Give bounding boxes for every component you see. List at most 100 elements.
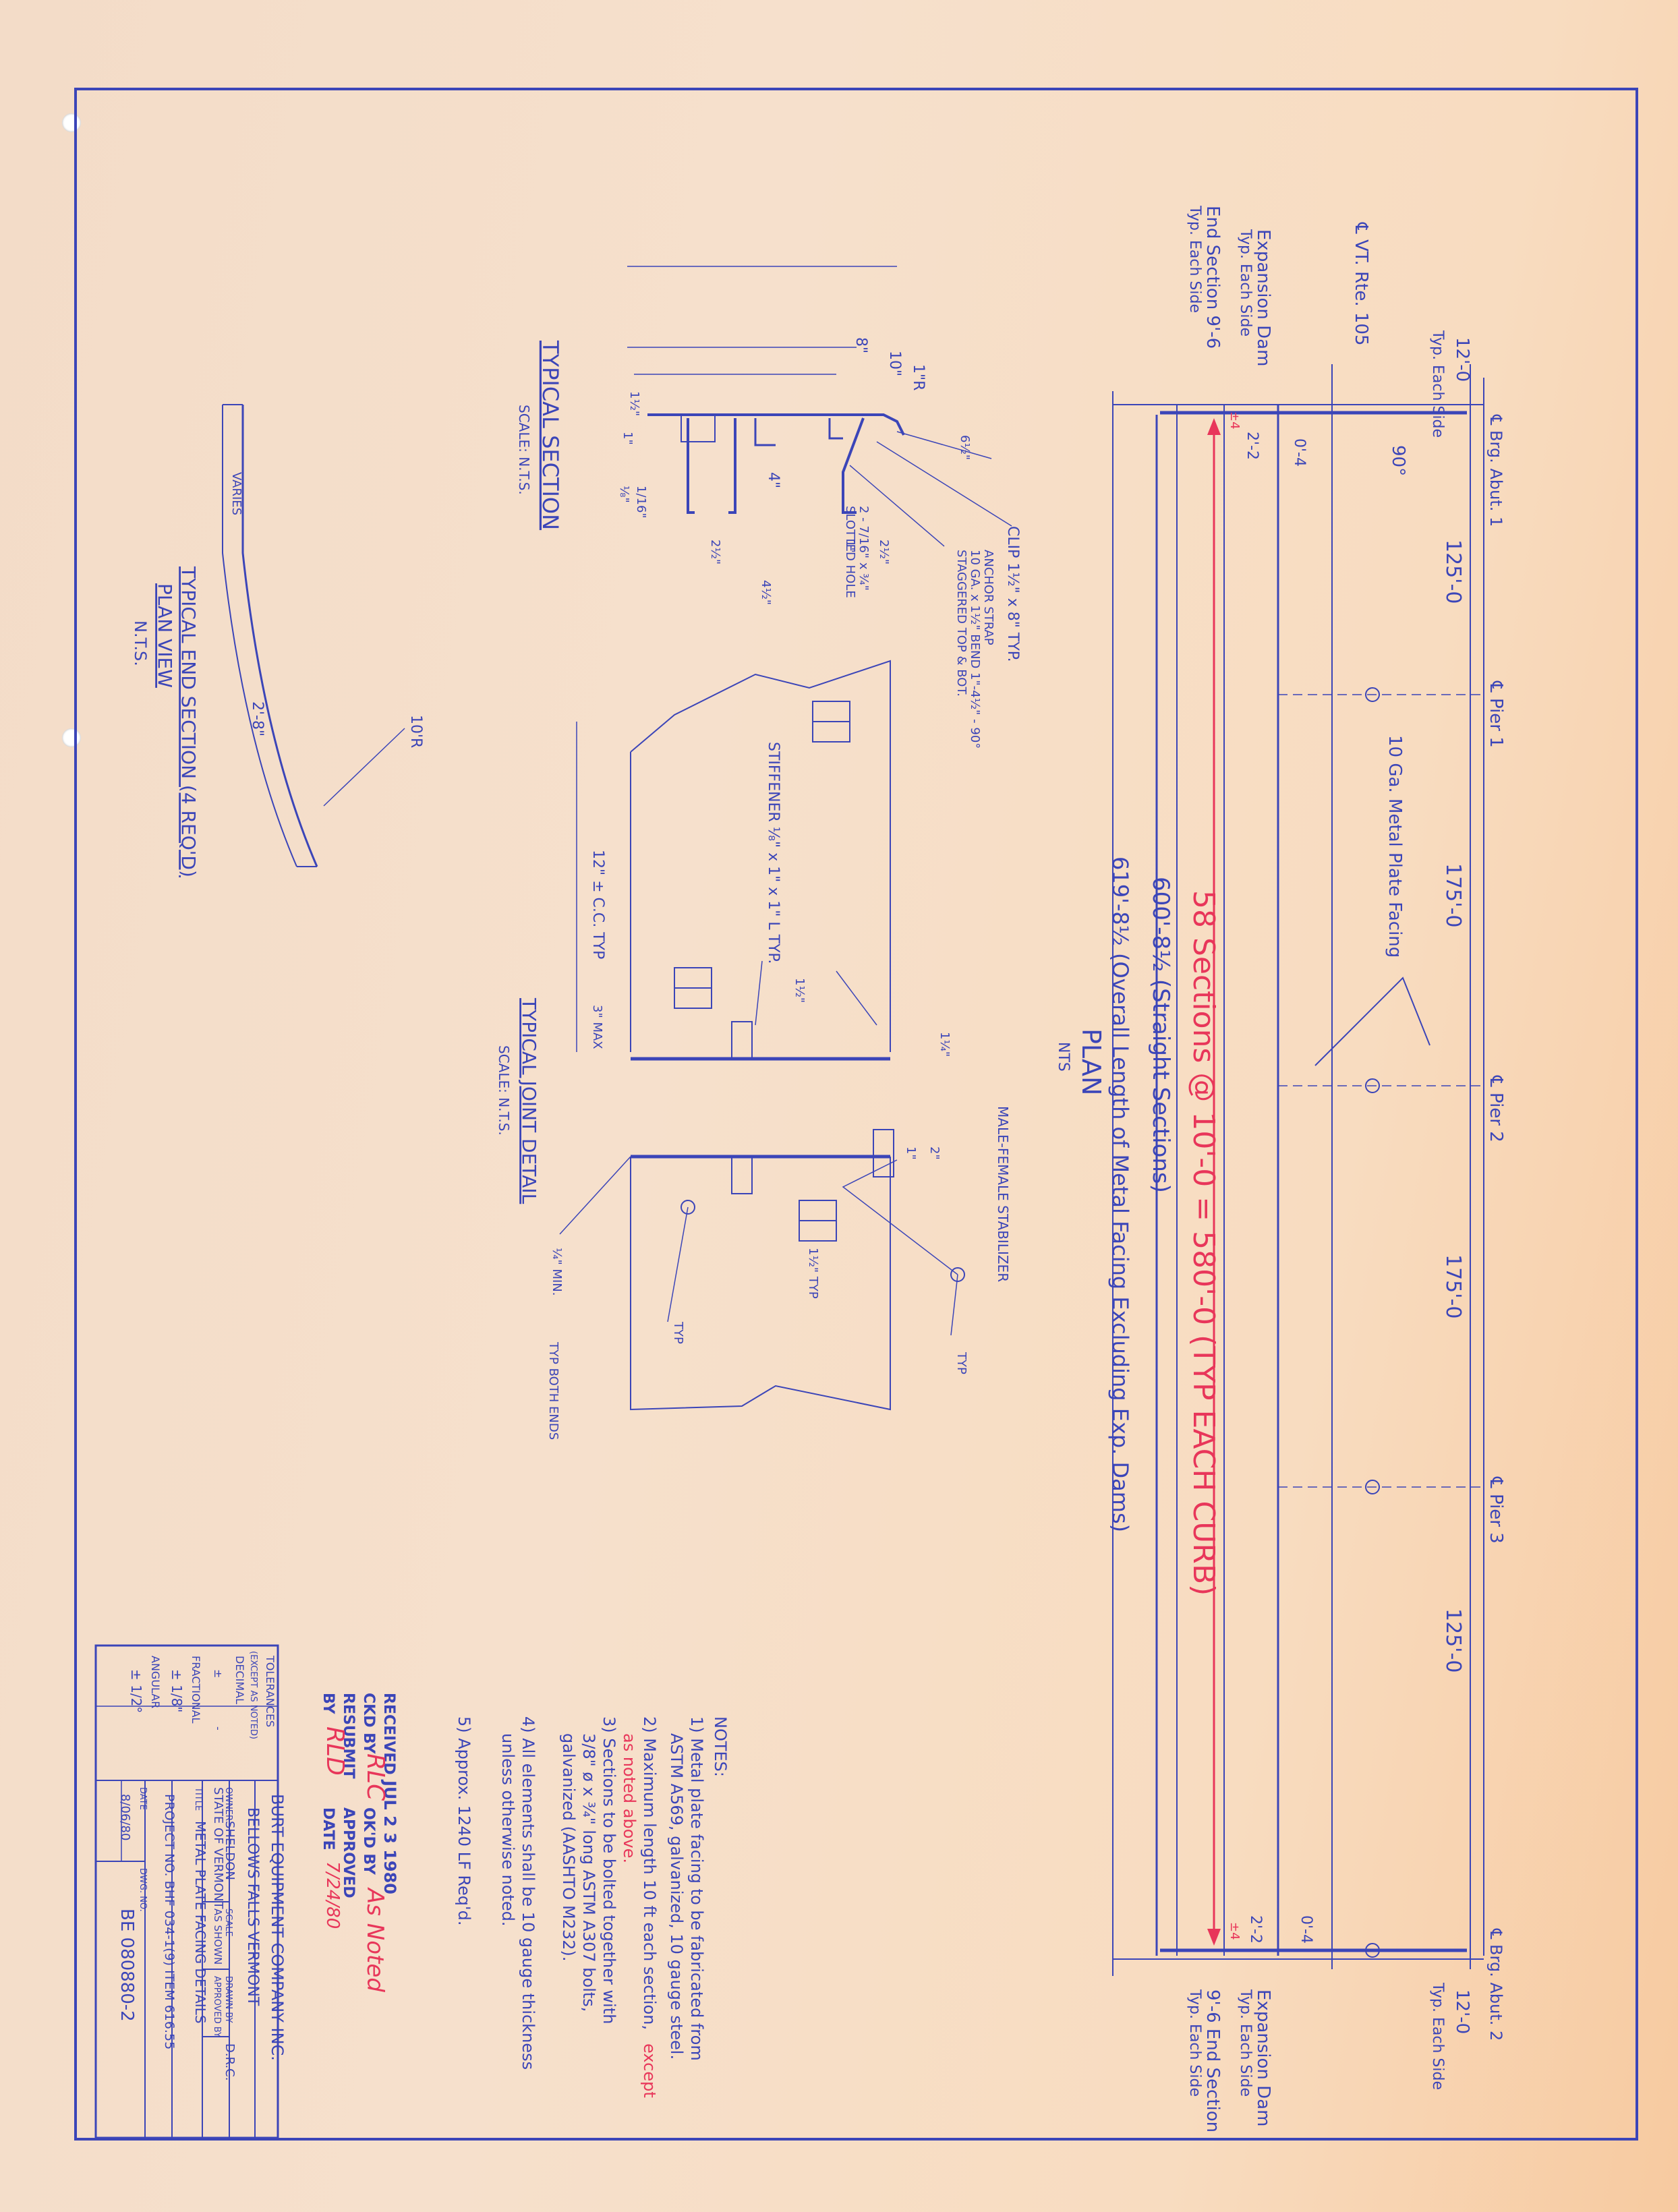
- stamp-received-date: JUL 2 3 1980: [380, 1779, 399, 1894]
- notes-3c: galvanized (AASHTO M232).: [559, 1733, 578, 1961]
- tb-company: BURT EQUIPMENT COMPANY INC.: [268, 1794, 287, 2061]
- plan-top-dim-sub: Typ. Each Side: [1429, 330, 1446, 438]
- tb-drawn-lbl: DRAWN BY: [223, 1976, 233, 2023]
- notes-1a: 1) Metal plate facing to be fabricated f…: [687, 1716, 706, 2061]
- tb-project: PROJECT NO. BHF 034-1(9) ITEM 616.55: [162, 1794, 177, 2049]
- plan-exp-dam-b: Expansion Dam: [1253, 1989, 1273, 2126]
- title-block: [94, 1644, 279, 2139]
- section-dim-612: 6½": [958, 435, 972, 460]
- plan-straight: 600'-8½ (Straight Sections): [1147, 877, 1174, 1193]
- end-radius: 10'R: [407, 715, 424, 748]
- plan-exp-dam-sub: Typ. Each Side: [1237, 229, 1254, 337]
- tb-owner: SHELDON: [223, 1821, 237, 1880]
- plan-end-section: End Section 9'-6: [1203, 206, 1223, 349]
- section-anchor-1: ANCHOR STRAP: [981, 550, 995, 645]
- joint-title: TYPICAL JOINT DETAIL: [518, 997, 540, 1204]
- tb-pm2: -: [212, 1726, 225, 1730]
- tb-ang-val: ± 1/2°: [128, 1669, 144, 1713]
- section-dim-4: 4": [765, 472, 782, 488]
- section-dim-212a: 2½": [708, 540, 722, 564]
- plan-sections-red: 58 Sections @ 10'-0 = 580'-0 (TYP EACH C…: [1186, 890, 1221, 1596]
- section-dim-212b: 2½": [877, 540, 891, 564]
- section-slot-1: 2 - 7/16" x ¾": [857, 506, 871, 591]
- section-dim-1: 1": [620, 432, 635, 445]
- notes-2a-red: except: [640, 2043, 659, 2098]
- stamp-by-val: RLD: [321, 1726, 349, 1776]
- tb-approved-lbl: APPROVED BY: [212, 1976, 222, 2037]
- plan-dim-04-bot: 0'-4: [1298, 1915, 1314, 1944]
- joint-dim-1: 1": [904, 1146, 918, 1160]
- section-title: TYPICAL SECTION: [538, 340, 563, 530]
- joint-scale: SCALE: N.T.S.: [496, 1045, 512, 1136]
- section-slot-2: SLOTTED HOLE: [843, 506, 857, 598]
- joint-dim-114: 1¼": [937, 1032, 952, 1057]
- tb-scale-lbl: SCALE: [223, 1909, 233, 1937]
- joint-weld-min: ¼" MIN.: [550, 1248, 564, 1296]
- joint-max: 3" MAX: [590, 1005, 604, 1049]
- joint-stabilizer: MALE-FEMALE STABILIZER: [995, 1106, 1011, 1282]
- notes-heading: NOTES:: [711, 1716, 730, 1777]
- section-dim-1b: 1": [843, 540, 857, 553]
- section-dim-116: 1/16": [634, 486, 648, 519]
- tb-date: 8/06/80: [118, 1794, 132, 1840]
- tb-owner-lbl: OWNER: [223, 1787, 233, 1821]
- tb-pm1: ±: [212, 1669, 225, 1678]
- stamp-okd: OK'D BY: [360, 1807, 377, 1875]
- tb-title-lbl: TITLE: [193, 1786, 203, 1811]
- plan-pier-1: ℄ Pier 1: [1486, 680, 1506, 748]
- stamp-date: DATE: [320, 1807, 337, 1851]
- section-dim-18: ⅛": [617, 486, 631, 503]
- plan-span-2: 175'-0: [1441, 863, 1465, 927]
- stamp-ckd-val: RLC: [361, 1753, 389, 1801]
- sheet-border: [74, 88, 1638, 2141]
- stamp-date-val: 7/24/80: [322, 1861, 343, 1929]
- section-dim-8: 8": [852, 337, 869, 353]
- joint-typ-both-ends: TYP BOTH ENDS: [546, 1341, 560, 1440]
- end-title: TYPICAL END SECTION (4 REQ'D): [177, 566, 200, 877]
- plan-overall: 619'-8½ (Overall Length of Metal Facing …: [1107, 856, 1133, 1532]
- notes-2b-red: as noted above.: [620, 1733, 639, 1863]
- plan-exp-dam-b-sub: Typ. Each Side: [1237, 1989, 1254, 2097]
- stamp-resubmit: RESUBMIT: [340, 1693, 357, 1779]
- notes-4a: 4) All elements shall be 10 gauge thickn…: [519, 1716, 538, 2070]
- plan-scale: NTS: [1055, 1042, 1072, 1072]
- tb-drawn: D.R.C.: [223, 2043, 237, 2080]
- joint-typ-a: TYP: [671, 1321, 685, 1344]
- plan-end-section-sub: Typ. Each Side: [1186, 205, 1203, 313]
- plan-bottom-dim: 12'-0: [1452, 1989, 1472, 2034]
- plan-span-1: 125'-0: [1441, 540, 1465, 604]
- notes-3b: 3/8" ø x ¾" long ASTM A307 bolts,: [579, 1733, 598, 2012]
- plan-dim-22-top: 2'-2: [1244, 432, 1261, 460]
- plan-end-section-b: 9'-6 End Section: [1203, 1989, 1223, 2132]
- plan-span-3: 175'-0: [1441, 1254, 1465, 1318]
- section-scale: SCALE: N.T.S.: [516, 405, 532, 495]
- stamp-received: RECEIVED: [380, 1693, 397, 1775]
- notes-1b: ASTM A569, galvanized, 10 gauge steel.: [667, 1733, 686, 2060]
- typical-section: [627, 266, 1012, 547]
- end-subtitle: PLAN VIEW: [154, 583, 176, 688]
- stamp-approved: APPROVED: [340, 1807, 357, 1898]
- plan-angle: 90°: [1388, 445, 1408, 476]
- joint-spacing: 12" ± C.C. TYP: [589, 850, 606, 959]
- joint-typ-b: TYP: [954, 1351, 968, 1374]
- tb-except: (EXCEPT AS NOTED): [248, 1651, 258, 1739]
- plan-red-small-bot: ±4: [1227, 1922, 1242, 1940]
- tb-angular: ANGULAR: [149, 1656, 162, 1708]
- plan-facing-label: 10 Ga. Metal Plate Facing: [1385, 735, 1405, 958]
- section-anchor-3: STAGGERED TOP & BOT.: [954, 550, 968, 697]
- plan-dim-04-top: 0'-4: [1291, 438, 1308, 467]
- plan-red-small-top: ±4: [1227, 411, 1242, 430]
- tb-date-lbl: DATE: [138, 1787, 148, 1810]
- plan-brg-abut1: ℄ Brg. Abut. 1: [1486, 414, 1505, 527]
- plan-pier-3: ℄ Pier 3: [1486, 1476, 1506, 1544]
- plan-cl-route: ℄ VT. Rte. 105: [1351, 222, 1371, 345]
- punch-hole-mid: [62, 728, 81, 747]
- notes-5: 5) Approx. 1240 LF Req'd.: [455, 1716, 473, 1925]
- plan-brg-abut2: ℄ Brg. Abut. 2: [1486, 1928, 1505, 2041]
- typical-joint-detail: [559, 660, 965, 1411]
- stamp-okd-val: As Noted: [361, 1887, 388, 1992]
- section-dim-1half: 1½": [627, 391, 641, 416]
- notes-4b: unless otherwise noted.: [498, 1733, 517, 1927]
- plan-title: PLAN: [1076, 1028, 1106, 1095]
- tb-tolerances: TOLERANCES: [264, 1655, 277, 1727]
